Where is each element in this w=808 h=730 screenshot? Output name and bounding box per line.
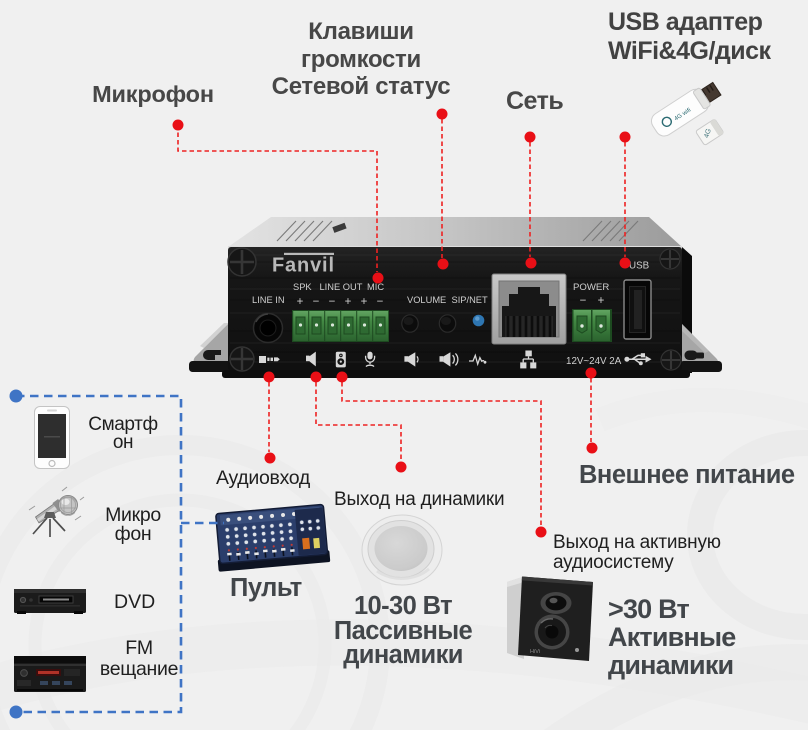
svg-text:Fanvil: Fanvil [272,255,334,277]
svg-text:LINE IN: LINE IN [252,295,285,305]
svg-text:+: + [361,296,368,308]
svg-text:VOLUME: VOLUME [407,295,446,305]
svg-text:−: − [580,295,587,307]
svg-text:−: − [313,296,320,308]
svg-text:−: − [329,296,336,308]
svg-text:SIP/NET: SIP/NET [452,295,488,305]
svg-text:MIC: MIC [367,282,384,292]
svg-text:LINE OUT: LINE OUT [320,282,363,292]
svg-text:POWER: POWER [573,282,609,293]
svg-text:12V~24V 2A: 12V~24V 2A [566,356,622,367]
svg-text:+: + [297,296,304,308]
svg-text:+: + [345,296,352,308]
svg-text:USB: USB [629,261,650,272]
svg-text:−: − [377,296,384,308]
svg-text:SPK: SPK [293,282,312,292]
svg-text:4G: 4G [703,128,712,139]
svg-text:HiVi: HiVi [530,649,540,655]
svg-text:+: + [598,295,605,307]
